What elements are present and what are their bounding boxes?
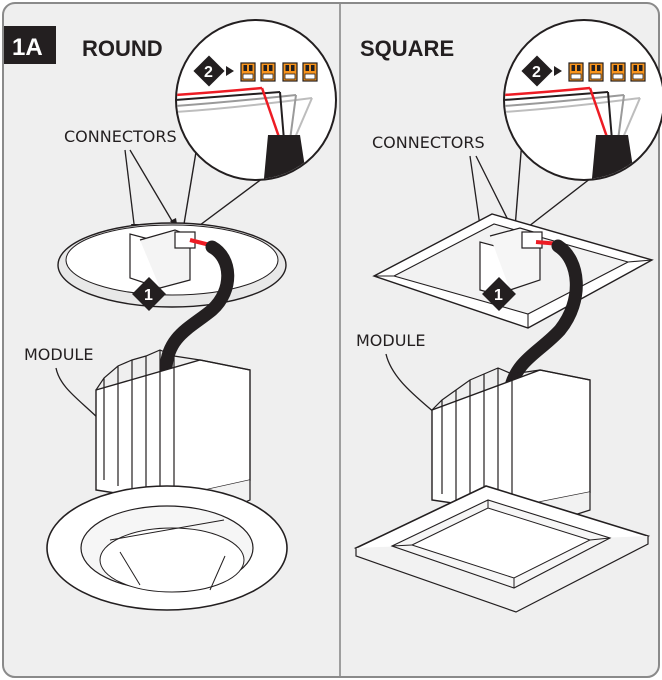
round-step1-number: 1	[144, 287, 153, 304]
round-connectors-label: CONNECTORS	[64, 127, 177, 146]
square-step1-number: 1	[494, 287, 503, 304]
round-cable	[159, 240, 235, 375]
round-module	[46, 349, 288, 611]
badge-text: 1A	[12, 34, 43, 61]
round-panel: ROUND	[24, 19, 337, 611]
round-step2-marker: 2	[193, 55, 234, 87]
square-cable	[503, 239, 583, 397]
square-panel: SQUARE	[353, 19, 662, 613]
round-step1-marker: 1	[132, 277, 166, 311]
square-module	[353, 367, 651, 613]
round-title: ROUND	[82, 36, 163, 61]
square-step2-number: 2	[532, 64, 541, 81]
square-title: SQUARE	[360, 36, 454, 61]
square-module-label: MODULE	[356, 331, 425, 350]
square-zoom-callout: 2	[503, 19, 662, 231]
figure-badge: 1A	[4, 26, 56, 64]
square-step1-marker: 1	[482, 277, 516, 311]
round-zoom-callout: 2	[175, 19, 337, 232]
round-step2-number: 2	[204, 64, 213, 81]
square-connectors-label: CONNECTORS	[372, 133, 485, 152]
round-module-label: MODULE	[24, 345, 93, 364]
round-mounting-ring	[57, 222, 287, 308]
